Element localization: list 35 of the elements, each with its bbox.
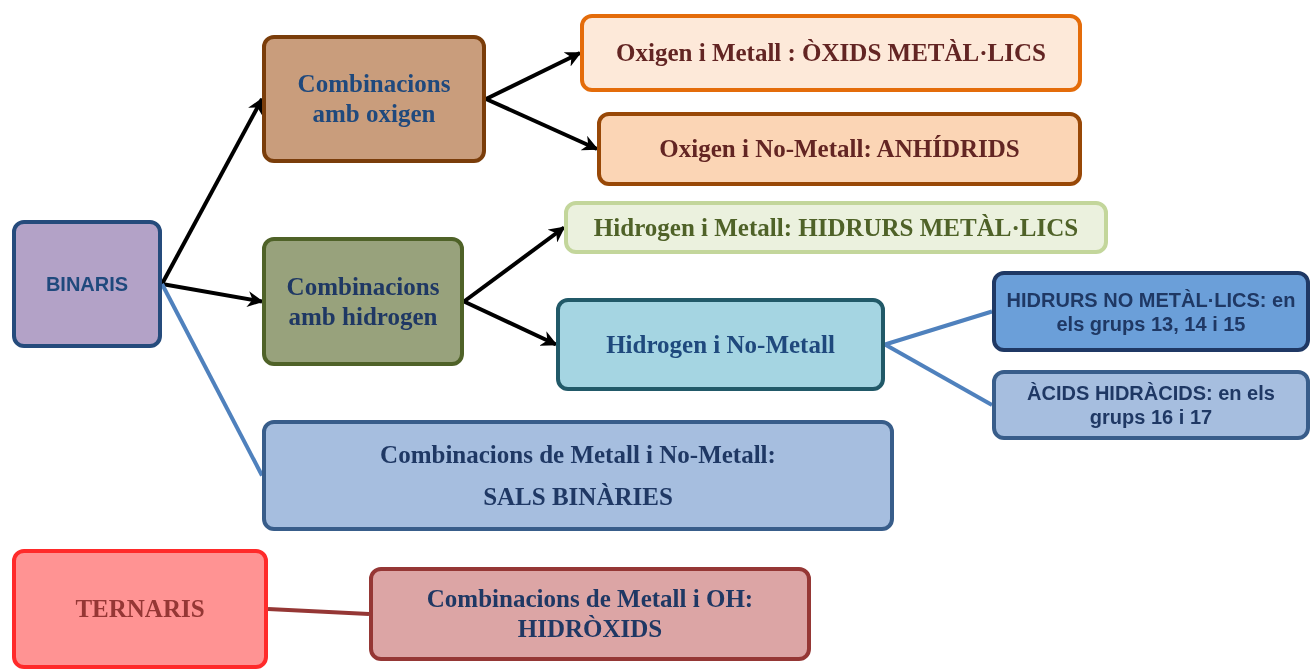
category-box [597, 112, 1082, 186]
arrow [161, 282, 264, 307]
box-text: BINARIS [45, 272, 129, 296]
box-text: Combinacions amb hidrogen [285, 271, 441, 332]
arrow [485, 51, 582, 101]
arrow [160, 97, 264, 285]
box-text: Hidrogen i No-Metall [606, 329, 835, 360]
box-text: Hidrogen i Metall: HIDRURS METÀL·LICS [593, 212, 1079, 243]
box-text: Oxigen i No-Metall: ANHÍDRIDS [659, 134, 1020, 164]
category-box [369, 567, 811, 661]
category-box [262, 35, 486, 163]
connector-line [884, 309, 993, 347]
category-box [12, 220, 162, 348]
box-text: SALS BINÀRIES [483, 481, 673, 512]
box-text: TERNARIS [75, 594, 205, 624]
box-text: HIDRURS NO METÀL·LICS: en els grups 13, 14 i 15 [1005, 287, 1297, 336]
connector-line [884, 342, 993, 407]
box-text: Oxigen i Metall : ÒXIDS METÀL·LICS [616, 38, 1046, 68]
arrow [462, 225, 566, 304]
category-box [262, 237, 464, 366]
box-text: Combinacions de Metall i OH: HIDRÒXIDS [425, 584, 755, 644]
category-box [580, 14, 1082, 92]
category-box [12, 549, 268, 669]
category-box [992, 271, 1310, 352]
category-box [262, 420, 894, 531]
connector-line [160, 283, 264, 477]
box-text: ÀCIDS HIDRÀCIDS: en els grups 16 i 17 [1026, 381, 1276, 429]
connector-line [267, 607, 370, 616]
arrow [485, 97, 599, 151]
arrow [463, 299, 558, 347]
category-box [564, 201, 1108, 254]
category-box [556, 298, 885, 391]
box-text: Combinacions de Metall i No-Metall: [380, 439, 776, 470]
box-text: Combinacions amb oxigen [296, 69, 452, 129]
category-box [992, 370, 1310, 440]
